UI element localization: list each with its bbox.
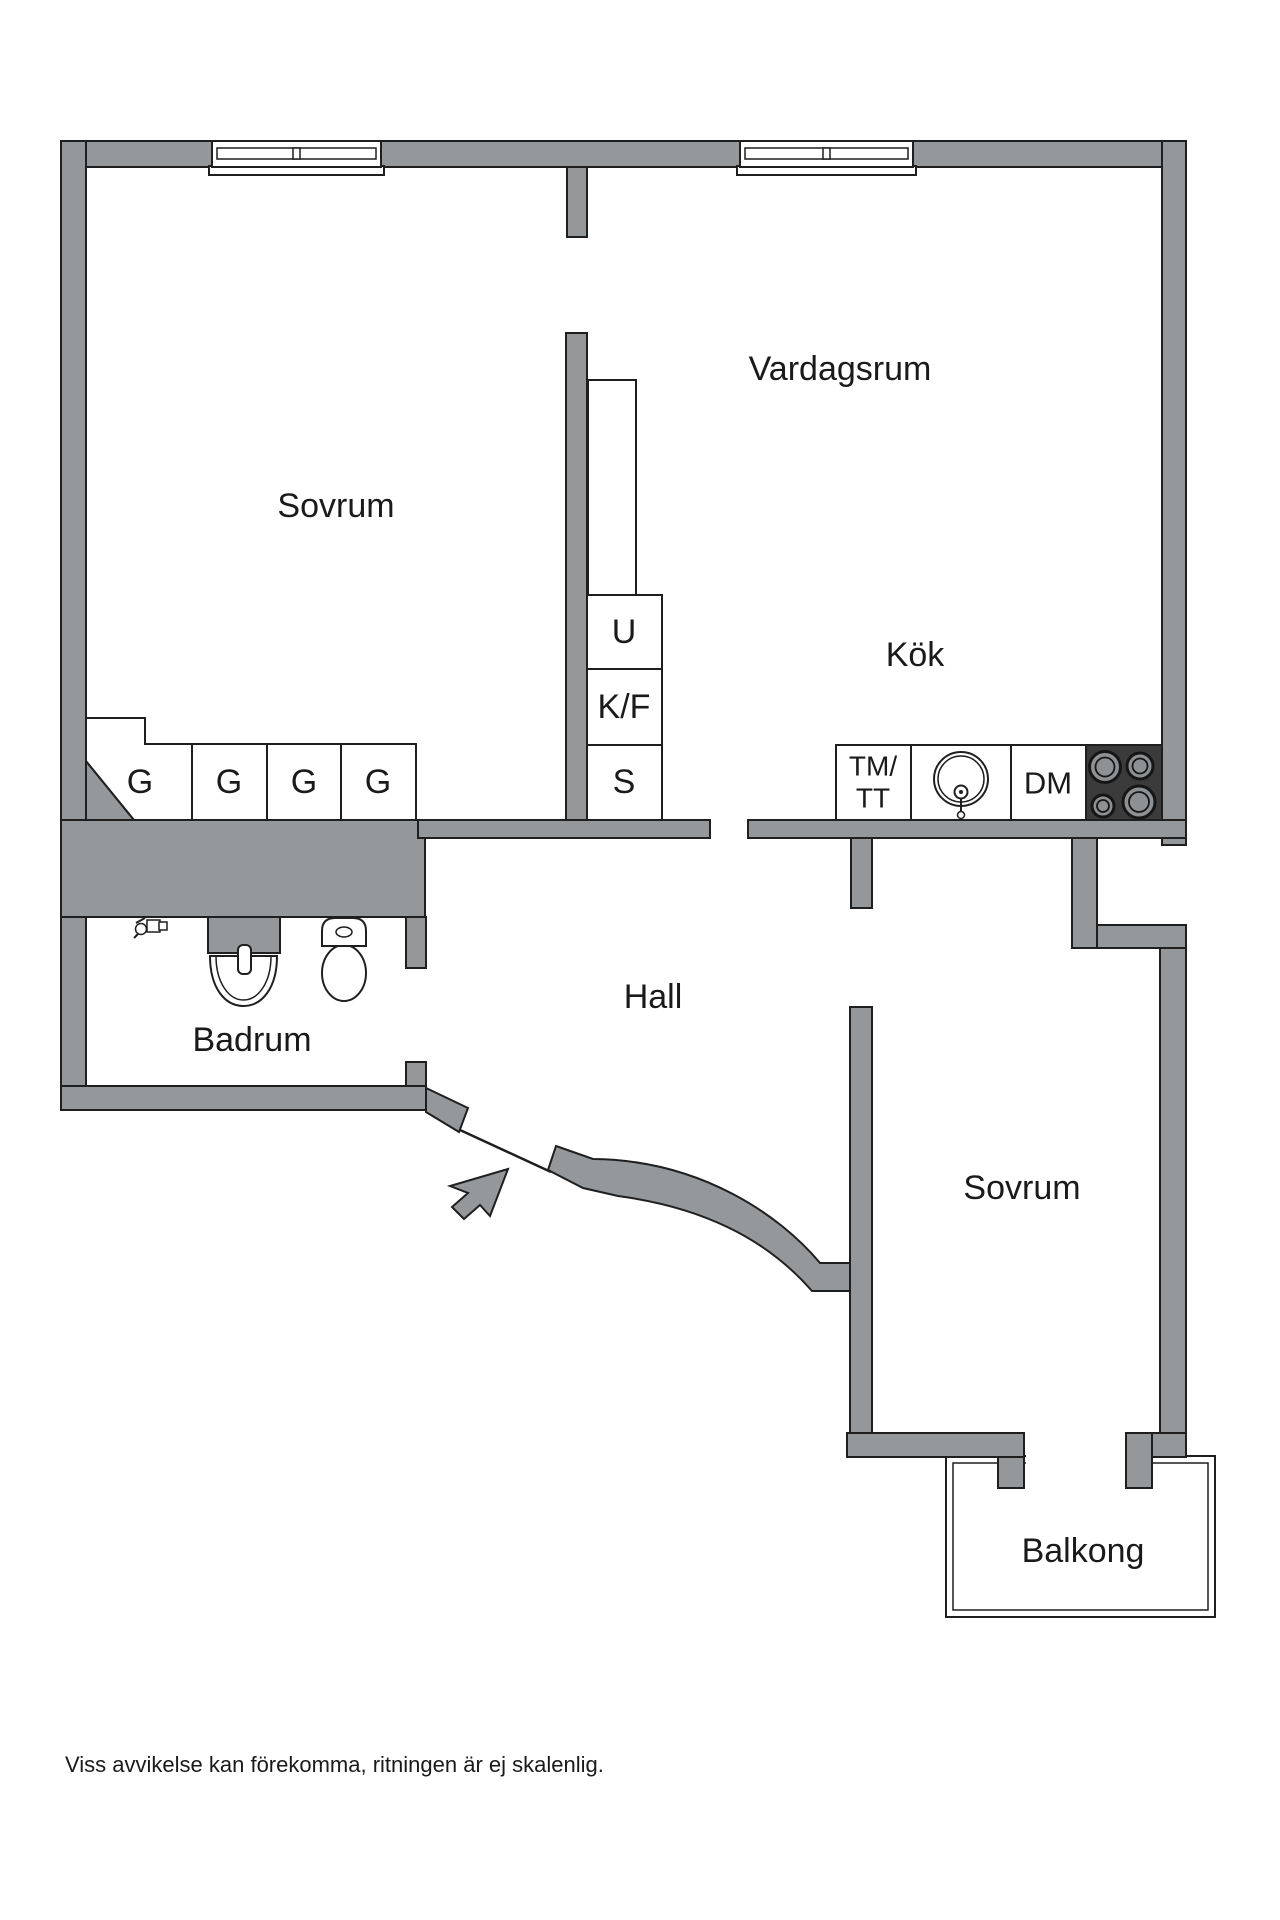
wall-bedroom2-bottom-left [846, 1432, 1025, 1458]
room-label-kitchen: Kök [886, 636, 946, 674]
burner [1088, 750, 1122, 784]
window-icon [208, 140, 385, 176]
windows [208, 140, 917, 176]
disclaimer-text: Viss avvikelse kan förekomma, ritningen … [65, 1752, 604, 1777]
wardrobe-label-3: G [291, 763, 317, 801]
wardrobe-box-4 [340, 743, 417, 821]
room-label-bedroom2: Sovrum [963, 1169, 1080, 1207]
wall-bathroom-bottom [60, 1085, 427, 1111]
closet-tall-box [587, 379, 637, 596]
room-label-balcony: Balkong [1022, 1532, 1145, 1570]
room-label-bathroom: Badrum [192, 1021, 311, 1059]
pantry-box [586, 744, 663, 821]
dishwasher-box [1010, 744, 1087, 821]
wall-entry-curve [546, 1144, 853, 1292]
wall-recess-vertical [1071, 837, 1098, 949]
washer-label-line2: TT [856, 783, 890, 814]
wall-bedroom2-left [849, 1006, 873, 1458]
wardrobe-box-3 [266, 743, 342, 821]
wall-balcony-stub-right [1125, 1432, 1153, 1489]
wall-top-right [912, 140, 1187, 168]
toilet-icon [321, 917, 367, 1002]
wall-kitchen-band [747, 819, 1187, 839]
wardrobe-label-2: G [216, 763, 242, 801]
burner [1125, 751, 1155, 781]
door-leaf [459, 1128, 552, 1174]
wall-recess-horizontal [1096, 924, 1187, 949]
wall-right-outer-upper [1161, 140, 1187, 846]
entrance-arrow-icon [446, 1167, 510, 1221]
room-label-living-room: Vardagsrum [749, 350, 932, 388]
upper-cabinet-label: U [612, 613, 637, 651]
wardrobe-label-1: G [127, 763, 153, 801]
fridge-freezer-label: K/F [598, 688, 651, 726]
closets [85, 379, 663, 821]
room-labels: Sovrum Vardagsrum Kök Hall Badrum Sovrum… [127, 350, 1145, 1570]
balcony-door-opening [1026, 1449, 1125, 1465]
wall-hall-band-left [417, 819, 711, 839]
pantry-label: S [613, 763, 636, 801]
wall-balcony-stub-left [997, 1456, 1025, 1489]
kitchen-counter [835, 744, 1163, 821]
entry-door [446, 1128, 552, 1221]
wall-top-middle [380, 140, 741, 168]
room-label-hall: Hall [624, 978, 683, 1016]
burner [1090, 793, 1116, 819]
stove-icon [1085, 744, 1163, 821]
room-label-bedroom1: Sovrum [277, 487, 394, 525]
dishwasher-label: DM [1024, 766, 1072, 801]
wall-stub-top-center [566, 166, 588, 238]
bathroom-sink-icon [208, 944, 279, 1008]
window-icon [736, 140, 917, 176]
kitchen-sink-icon [933, 751, 989, 820]
wall-center-vertical [565, 332, 588, 839]
shower-faucet-icon [133, 917, 168, 939]
wall-right-outer-lower [1159, 924, 1187, 1458]
bathroom-fixtures [133, 917, 367, 1008]
wall-kitchen-stub [850, 837, 873, 909]
wall-bathroom-right-lower [405, 1061, 427, 1089]
wardrobe-label-4: G [365, 763, 391, 801]
wall-left-outer [60, 140, 87, 1111]
wall-block-bathroom-top [60, 819, 426, 918]
walls [60, 140, 1216, 1618]
fridge-freezer-box [586, 668, 663, 746]
wall-bathroom-right-upper [405, 916, 427, 969]
burner [1121, 784, 1157, 820]
wall-entry-jamb-left [425, 1086, 470, 1134]
washer-label-line1: TM/ [849, 751, 897, 782]
wardrobe-box-2 [191, 743, 268, 821]
